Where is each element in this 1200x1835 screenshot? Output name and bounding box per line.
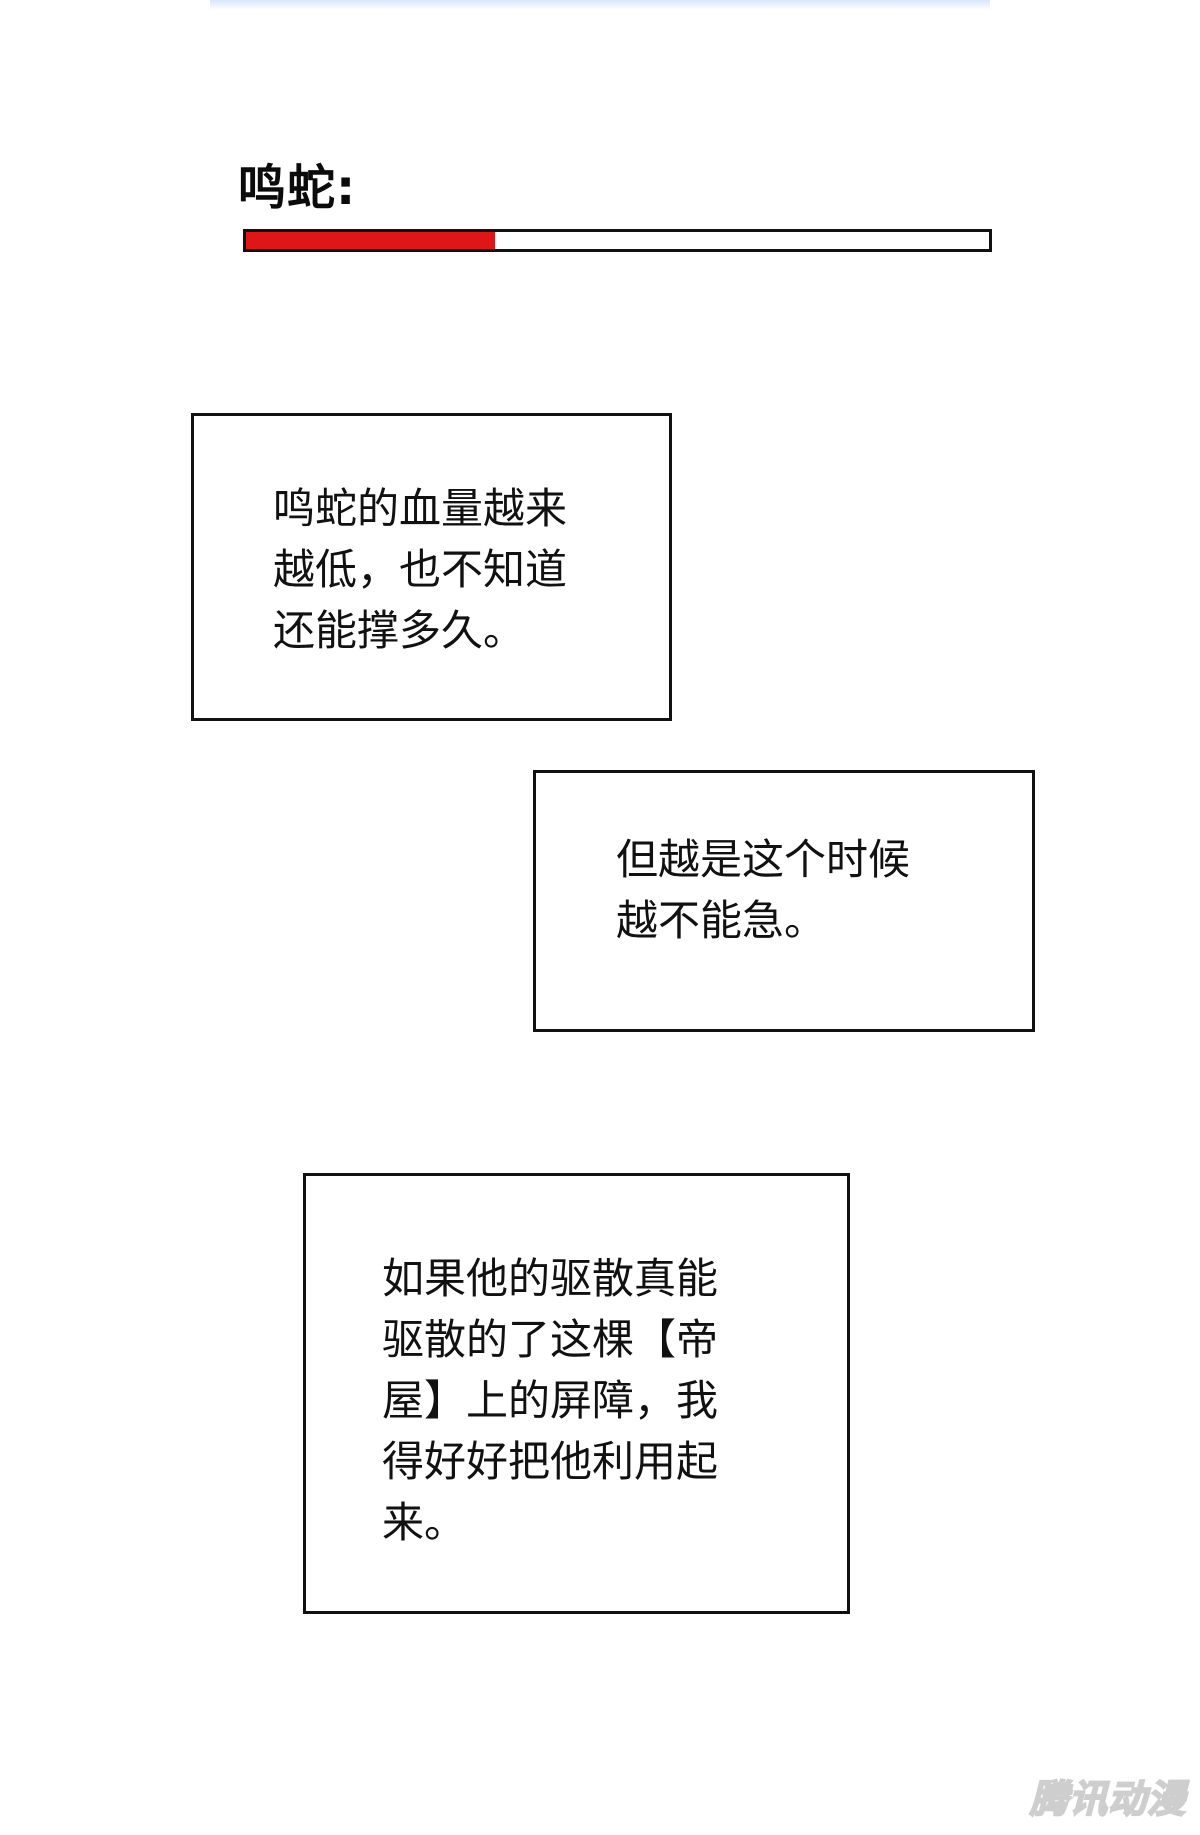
narration-text-1: 鸣蛇的血量越来 越低，也不知道 还能撑多久。 bbox=[273, 484, 568, 655]
boss-name-label: 鸣蛇: bbox=[238, 160, 357, 216]
narration-text-2: 但越是这个时候 越不能急。 bbox=[616, 835, 911, 945]
narration-box-1: 鸣蛇的血量越来 越低，也不知道 还能撑多久。 bbox=[191, 413, 672, 721]
narration-text-3: 如果他的驱散真能 驱散的了这棵【帝 屋】上的屏障，我 得好好把他利用起 来。 bbox=[382, 1254, 719, 1547]
boss-health-bar bbox=[243, 229, 992, 252]
top-panel-edge bbox=[210, 0, 990, 10]
narration-box-3: 如果他的驱散真能 驱散的了这棵【帝 屋】上的屏障，我 得好好把他利用起 来。 bbox=[303, 1173, 850, 1614]
narration-box-2: 但越是这个时候 越不能急。 bbox=[533, 770, 1035, 1032]
watermark-logo: 腾讯动漫 bbox=[1029, 1776, 1186, 1822]
boss-health-fill bbox=[246, 232, 495, 249]
